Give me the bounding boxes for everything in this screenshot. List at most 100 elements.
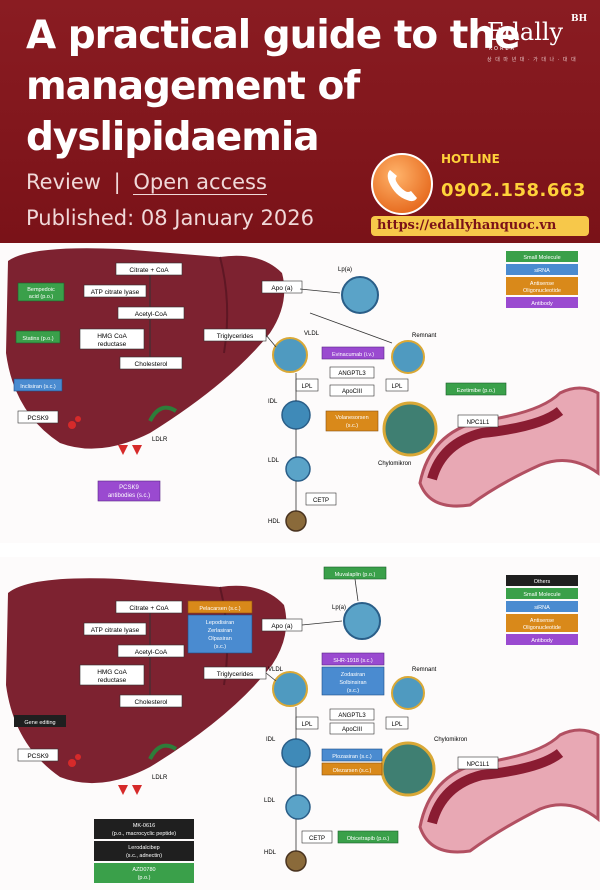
pcsk9-label: PCSK9 [27,415,49,422]
remnant-label: Remnant [412,333,437,339]
idl-label: IDL [268,399,278,405]
atp-label: ATP citrate lyase [91,289,140,296]
apoa-label-2: Apo (a) [271,623,292,630]
gene-editing-label: Gene editing [24,720,55,726]
pcsk9-ab-label-2: antibodies (s.c.) [108,493,150,499]
separator: | [113,170,121,194]
open-access-link[interactable]: Open access [133,170,267,195]
hmg-label-2: reductase [98,341,127,348]
bempedoic-label: Bempedoic [27,287,55,293]
lpl-right-label-2: LPL [392,722,403,728]
olezarsen-label: Olezarsen (s.c.) [333,768,372,774]
ezetimibe-label: Ezetimibe (p.o.) [457,388,496,394]
evinacumab-label: Evinacumab (i.v.) [332,352,374,358]
triglycerides-label: Triglycerides [217,333,254,340]
npc1l1-label: NPC1L1 [467,420,490,426]
ldl-label-2: LDL [264,798,276,804]
legend1-antisense-2: Oligonucleotide [523,288,561,294]
shr-label: SHR-1918 (s.c.) [333,658,373,664]
lepodisiran-route: (s.c.) [214,644,226,650]
cholesterol-label-2: Cholesterol [135,699,168,706]
lerodalcibep-label: Lerodalcibep [128,845,160,851]
apociii-label: ApoCIII [342,389,362,395]
diagram-current-therapies: Citrate + CoA ATP citrate lyase Acetyl-C… [0,243,600,543]
ldl-label: LDL [268,458,280,464]
azd0780-label: AZD0780 [132,867,155,873]
azd0780-route: (p.o.) [138,875,151,881]
legend1-antisense: Antisense [530,281,554,287]
phone-icon [371,153,433,215]
hmg-label-d2: HMG CoA [97,669,127,676]
title-line-1: A practical guide to the [26,13,521,58]
hotline-label: HOTLINE [441,152,500,166]
zerlasiran-label: Zerlasiran [208,628,232,634]
olpasiran-label: Olpasiran [208,636,232,642]
review-label: Review [26,170,101,194]
npc1l1-label-2: NPC1L1 [467,762,490,768]
legend1-sirna: siRNA [534,268,550,274]
muvalaplin-label: Muvalaplin (p.o.) [335,572,376,578]
pcsk9-label-2: PCSK9 [27,753,49,760]
legend2-small-molecule: Small Molecule [523,592,560,598]
published-date: Published: 08 January 2026 [26,206,314,230]
hotline-phone[interactable]: 0902.158.663 [441,180,586,201]
lerodalcibep-route: (s.c., adnectin) [126,853,162,859]
acetyl-label-2: Acetyl-CoA [135,649,168,656]
url-badge[interactable] [371,216,589,236]
brand-superscript: BH [571,14,588,24]
article-title: A practical guide to the management of d… [26,10,521,163]
website-link[interactable]: https://edallyhanquoc.vn [377,218,557,233]
lpl-left-label-2: LPL [302,722,313,728]
plozasiran-label: Plozasiran (s.c.) [332,754,372,760]
brand-logo: Edally [487,18,564,46]
brand-tagline: 상 대 마 년 대 · 가 대 나 · 대 대 [487,57,577,63]
pcsk9-ab-label: PCSK9 [119,485,139,491]
diagram-emerging-therapies: Citrate + CoA ATP citrate lyase Acetyl-C… [0,557,600,890]
title-line-2: management of [26,64,360,109]
legend2-antisense-2: Oligonucleotide [523,625,561,631]
legend2-antisense: Antisense [530,618,554,624]
atp-label-2: ATP citrate lyase [91,627,140,634]
lpa-label: Lp(a) [338,267,352,273]
inclisiran-label: Inclisiran (s.c.) [20,384,56,390]
angptl3-label-2: ANGPTL3 [338,713,366,719]
lpl-left-label: LPL [302,384,313,390]
legend1-antibody: Antibody [531,301,553,307]
legend2-sirna: siRNA [534,605,550,611]
hmg-label: HMG CoA [97,333,127,340]
bempedoic-label-2: acid (p.o.) [29,294,54,300]
triglycerides-label-2: Triglycerides [217,671,254,678]
hmg-label-d2b: reductase [98,677,127,684]
idl-label-2: IDL [266,737,276,743]
vldl-label: VLDL [304,331,320,337]
remnant-label-2: Remnant [412,667,437,673]
volanesorsen-label: Volanesorsen [335,415,368,421]
ldlr-label-2: LDLR [152,775,168,781]
vldl-label-2: VLDL [268,667,284,673]
mk0616-label: MK-0616 [133,823,155,829]
citrate-label-2: Citrate + CoA [129,605,169,612]
liver-pathway: Citrate + CoA ATP citrate lyase Acetyl-C… [79,262,303,370]
legend2-antibody: Antibody [531,638,553,644]
legend-1: Small Molecule siRNA Antisense Oligonucl… [506,251,578,308]
obicetrapib-label: Obicetrapib (p.o.) [347,836,390,842]
zodasiran-route: (s.c.) [347,688,359,694]
chylomikron-label-2: Chylomikron [434,737,467,743]
statins-label: Statins (p.o.) [22,336,53,342]
solbinsiran-label: Solbinsiran [339,680,366,686]
mk0616-route: (p.o., macrocyclic peptide) [112,831,176,837]
chylomikron-label: Chylomikron [378,461,411,467]
pelacarsen-label: Pelacarsen (s.c.) [199,606,240,612]
article-header: A practical guide to the management of d… [0,0,600,243]
brand-country: KOREA [489,46,516,52]
legend-2: Others Small Molecule siRNA Antisense Ol… [506,575,578,645]
zodasiran-label: Zodasiran [341,672,365,678]
lpl-right-label: LPL [392,384,403,390]
hdl-label: HDL [268,519,281,525]
ldlr-label: LDLR [152,437,168,443]
hdl-label-2: HDL [264,850,277,856]
legend1-small-molecule: Small Molecule [523,255,560,261]
section-gap [0,543,600,557]
citrate-label: Citrate + CoA [129,267,169,274]
apociii-label-2: ApoCIII [342,727,362,733]
